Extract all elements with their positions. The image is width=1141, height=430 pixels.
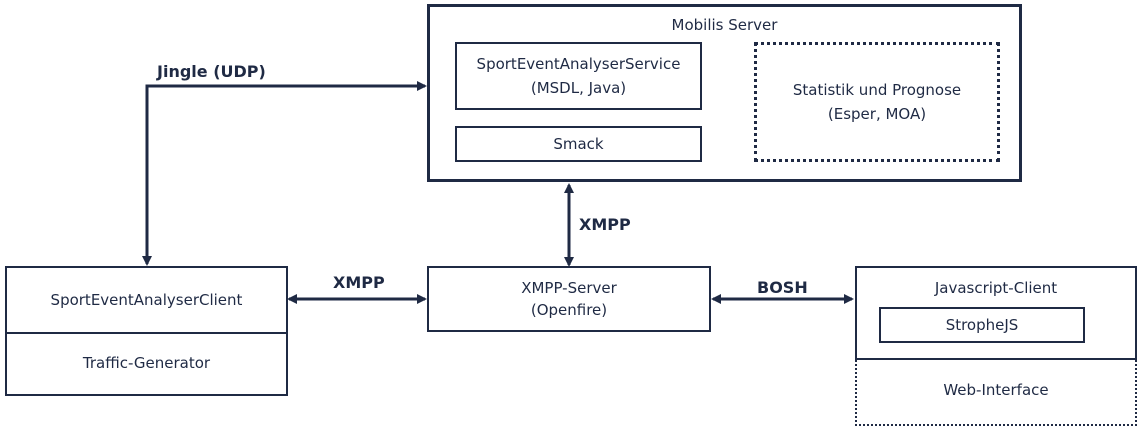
client-box: SportEventAnalyserClient Traffic-Generat… [5, 266, 288, 396]
smack-box: Smack [455, 126, 702, 162]
xmpp-vertical-label: XMPP [579, 215, 631, 234]
statistik-tech: (Esper, MOA) [827, 105, 927, 123]
xmpp-server-name: XMPP-Server [521, 279, 617, 297]
xmpp-horizontal-label: XMPP [333, 273, 385, 292]
sport-service-box: SportEventAnalyserService (MSDL, Java) [455, 42, 702, 110]
jingle-label: Jingle (UDP) [157, 62, 266, 81]
jingle-arrow [142, 81, 427, 266]
traffic-generator-label: Traffic-Generator [82, 354, 211, 372]
statistik-box: Statistik und Prognose (Esper, MOA) [754, 42, 1000, 162]
mobilis-server-title: Mobilis Server [671, 16, 778, 34]
sport-service-tech: (MSDL, Java) [530, 79, 627, 97]
strophejs-label: StropheJS [945, 316, 1019, 334]
sport-service-name: SportEventAnalyserService [476, 55, 681, 73]
xmpp-server-tech: (Openfire) [530, 301, 608, 319]
js-client-title: Javascript-Client [934, 279, 1058, 297]
client-divider [7, 332, 286, 334]
client-label: SportEventAnalyserClient [50, 291, 243, 309]
strophejs-box: StropheJS [879, 307, 1085, 343]
statistik-name: Statistik und Prognose [792, 81, 962, 99]
web-interface-box: Web-Interface [855, 360, 1137, 426]
xmpp-server-box: XMPP-Server (Openfire) [427, 266, 711, 332]
smack-label: Smack [553, 135, 604, 153]
bosh-label: BOSH [757, 278, 808, 297]
web-interface-label: Web-Interface [943, 381, 1049, 399]
